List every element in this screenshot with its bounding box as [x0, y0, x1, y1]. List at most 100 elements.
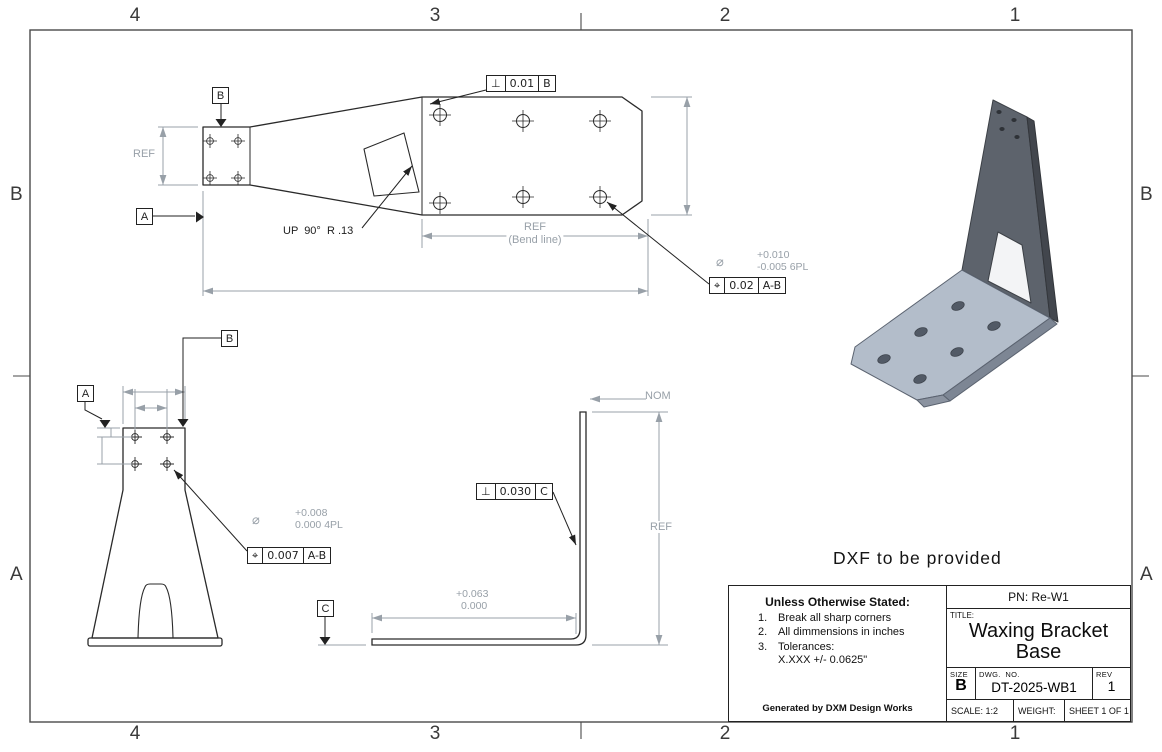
- front-view-dimensions: [97, 386, 186, 465]
- credit-line: Generated by DXM Design Works: [762, 703, 913, 714]
- datum-a-flag-top: A: [136, 208, 153, 225]
- size-value: B: [955, 677, 967, 694]
- notes-heading: Unless Otherwise Stated:: [765, 595, 910, 609]
- zone-label-right-b: B: [1140, 184, 1153, 205]
- sheet-border: [13, 13, 1149, 739]
- datum-reference: A-B: [762, 279, 782, 292]
- note-item: 2. All dimmensions in inches: [729, 626, 946, 638]
- rev-label: REV: [1096, 670, 1113, 679]
- scale-weight-sheet-row: SCALE: 1:2 WEIGHT: SHEET 1 OF 1: [947, 700, 1130, 721]
- rev-cell: REV 1: [1093, 668, 1130, 699]
- note-item: 3. Tolerances:: [729, 641, 946, 653]
- top-view-holes: [203, 104, 611, 214]
- size-cell: SIZE B: [947, 668, 976, 699]
- zone-label-left-a: A: [10, 564, 23, 585]
- tolerance-value: 0.030: [496, 484, 537, 499]
- note-text: All dimmensions in inches: [778, 626, 905, 638]
- side-view-profile: [371, 411, 587, 646]
- tolerance-value: 0.007: [263, 548, 304, 563]
- size-dwg-rev-row: SIZE B DWG. NO. DT-2025-WB1 REV 1: [947, 668, 1130, 700]
- notes-panel: Unless Otherwise Stated: 1. Break all sh…: [729, 586, 947, 721]
- dwg-no-label: DWG. NO.: [979, 670, 1020, 679]
- dwg-no-cell: DWG. NO. DT-2025-WB1: [976, 668, 1093, 699]
- zone-label-top-1: 1: [1009, 5, 1021, 26]
- side-view-datum-c-triangle: [319, 637, 331, 645]
- side-view-dimensions: [318, 395, 668, 646]
- datum-b-flag-front: B: [221, 330, 238, 347]
- datum-a-flag-front: A: [77, 385, 94, 402]
- iso-base-holes: [877, 301, 1001, 384]
- zone-label-bottom-3: 3: [429, 723, 441, 744]
- front-view-outline: [87, 427, 223, 647]
- perpendicularity-frame-side: ⊥ 0.030 C: [476, 483, 553, 500]
- title-block: Unless Otherwise Stated: 1. Break all sh…: [728, 585, 1131, 722]
- note-number: 2.: [758, 626, 768, 638]
- bend-up-note: UP 90° R .13: [283, 225, 354, 237]
- title-panel: PN: Re-W1 TITLE: Waxing Bracket Base SIZ…: [947, 586, 1130, 721]
- part-number: PN: Re-W1: [947, 586, 1130, 609]
- front-view-leaders: [84, 337, 248, 552]
- size-label: SIZE: [950, 670, 968, 679]
- hole-tolerance-lower: 0.000 4PL: [295, 519, 343, 531]
- zone-label-bottom-4: 4: [129, 723, 141, 744]
- hole-tolerance-lower: -0.005 6PL: [757, 261, 809, 273]
- perpendicularity-icon: ⊥: [477, 484, 496, 499]
- side-ref-label: REF: [648, 521, 674, 533]
- position-frame-front: ⌖ 0.007 A-B: [247, 547, 332, 564]
- weight-cell: WEIGHT:: [1014, 700, 1065, 721]
- front-view-holes: [128, 430, 174, 471]
- note-item: 1. Break all sharp corners: [729, 612, 946, 624]
- datum-b-flag-top: B: [212, 87, 229, 104]
- drawing-title: Waxing Bracket Base: [947, 621, 1130, 663]
- perpendicularity-icon: ⊥: [487, 76, 506, 91]
- top-ref-dimension-label: REF: [133, 148, 155, 160]
- scale-cell: SCALE: 1:2: [947, 700, 1014, 721]
- datum-reference: B: [543, 77, 551, 90]
- note-number: 3.: [758, 640, 768, 653]
- side-view-leaders: [324, 491, 577, 637]
- sheet-cell: SHEET 1 OF 1: [1069, 705, 1129, 716]
- iso-base-front-edge: [916, 394, 951, 408]
- position-frame-top: ⌖ 0.02 A-B: [709, 277, 787, 294]
- zone-label-top-4: 4: [129, 5, 141, 26]
- zone-label-bottom-2: 2: [719, 723, 731, 744]
- datum-reference: A-B: [307, 549, 327, 562]
- note-text: Break all sharp corners: [778, 611, 892, 624]
- tolerance-value: 0.02: [725, 278, 759, 293]
- diameter-icon: ⌀: [716, 254, 724, 269]
- top-view-datum-triangles: [196, 119, 227, 223]
- iso-wall-cutout: [987, 231, 1032, 304]
- note-number: 1.: [758, 611, 768, 624]
- dwg-no-value: DT-2025-WB1: [991, 680, 1077, 695]
- iso-view: [850, 99, 1059, 408]
- base-dim-lower: 0.000: [461, 600, 488, 612]
- perpendicularity-frame-top: ⊥ 0.01 B: [486, 75, 556, 92]
- position-icon: ⌖: [710, 278, 726, 293]
- hole-tolerance-upper: +0.010: [757, 249, 790, 261]
- iso-wall-holes: [996, 110, 1020, 139]
- datum-reference: C: [540, 485, 548, 498]
- note-text: Tolerances:: [778, 640, 835, 653]
- title-label: TITLE:: [950, 611, 975, 620]
- zone-label-right-a: A: [1140, 564, 1153, 585]
- tolerance-value: 0.01: [506, 76, 540, 91]
- nom-label: NOM: [645, 390, 671, 402]
- front-view-datum-triangles: [99, 419, 189, 428]
- zone-label-top-2: 2: [719, 5, 731, 26]
- bend-ref-label: REF: [522, 221, 548, 233]
- iso-wall-edge: [1026, 116, 1059, 323]
- drawing-title-line2: Base: [1015, 641, 1062, 663]
- zone-label-left-b: B: [10, 184, 23, 205]
- top-view-dimensions: [158, 96, 692, 296]
- top-view-leaders: [153, 89, 710, 285]
- zone-label-top-3: 3: [429, 5, 441, 26]
- diameter-icon: ⌀: [252, 512, 260, 527]
- dxf-note: DXF to be provided: [833, 548, 1002, 568]
- top-view-outline: [202, 96, 643, 216]
- bend-line-label: (Bend line): [506, 234, 564, 246]
- datum-c-flag-side: C: [317, 600, 334, 617]
- base-dim-upper: +0.063: [456, 588, 489, 600]
- rev-value: 1: [1107, 678, 1116, 694]
